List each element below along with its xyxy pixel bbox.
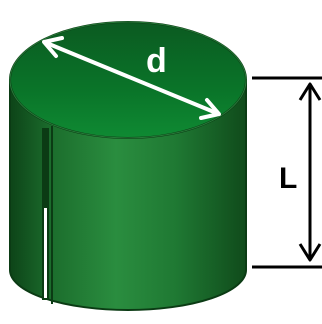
- length-label: L: [279, 162, 297, 195]
- diameter-arrow: [42, 36, 221, 120]
- length-dimension: [252, 76, 322, 269]
- diameter-label: d: [146, 42, 167, 80]
- cylinder-body: [9, 79, 247, 311]
- cylinder-rim: [9, 21, 247, 139]
- cylinder-top-opening: [9, 21, 247, 139]
- split-seam-gap: [44, 208, 47, 298]
